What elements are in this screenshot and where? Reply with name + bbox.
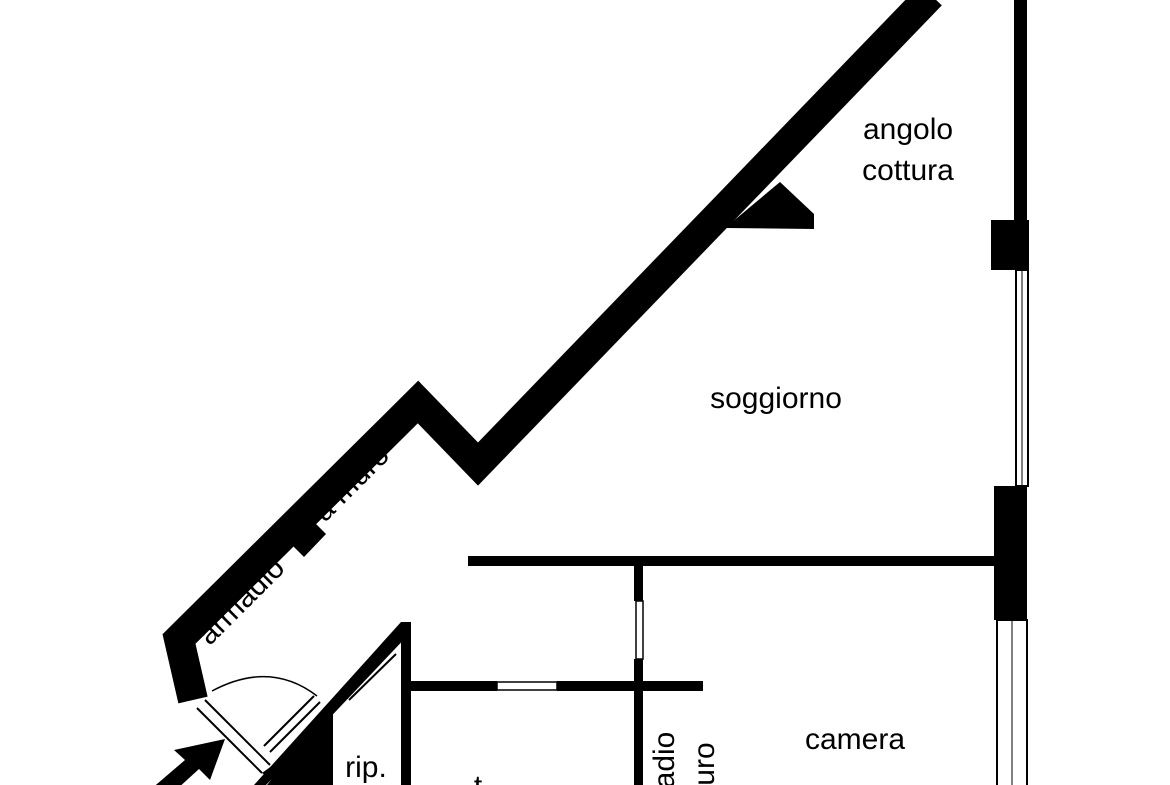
window-storage	[340, 645, 397, 701]
window-bedroom	[996, 619, 1028, 785]
partition-vertical-lower	[634, 659, 643, 785]
partition-vertical-upper	[634, 561, 643, 601]
partition-bathroom-left	[409, 681, 497, 691]
door-opening-bedroom	[635, 600, 644, 660]
label-kitchen-line1: angolo	[863, 113, 953, 146]
label-kitchen-line2: cottura	[862, 154, 954, 187]
entrance-door	[196, 675, 321, 785]
label-cropped-room: t	[474, 770, 483, 785]
partition-bathroom-left-wall	[401, 622, 411, 785]
wall-pier-right-middle	[994, 486, 1027, 620]
label-inner-wardrobe-2: uro	[688, 742, 721, 785]
window-living	[1015, 269, 1029, 487]
outer-wall-right-top	[1014, 0, 1027, 222]
label-storage: rip.	[345, 751, 387, 784]
outer-wall-diagonal	[162, 0, 942, 704]
partition-living-bedroom	[468, 556, 998, 566]
label-bedroom: camera	[805, 723, 905, 756]
door-opening-bathroom	[496, 681, 558, 691]
label-inner-wardrobe-1: adio	[648, 732, 681, 785]
wardrobe-divider	[284, 514, 326, 557]
partition-bathroom-right	[557, 681, 703, 691]
storage-wall-lower	[267, 700, 333, 785]
wall-pier-right	[991, 220, 1029, 270]
wall-pier-kitchen	[725, 182, 814, 229]
entrance-arrow-icon	[155, 739, 225, 785]
label-living-room: soggiorno	[710, 382, 842, 415]
